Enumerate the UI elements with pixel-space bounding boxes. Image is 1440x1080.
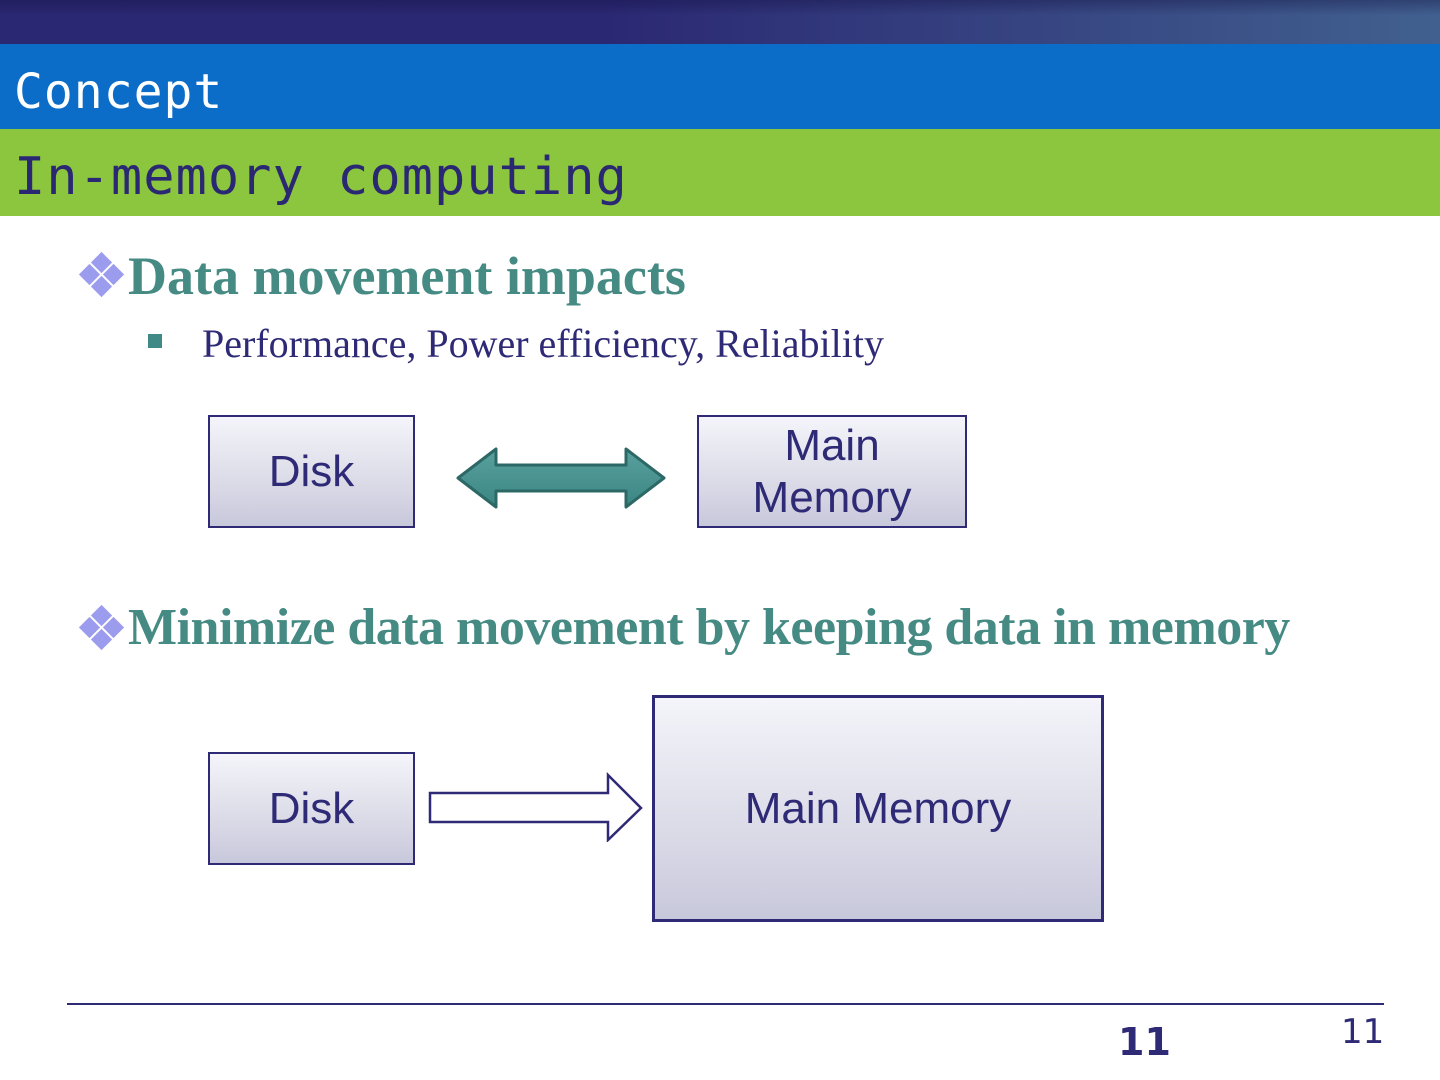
heading-1-text: Data movement impacts [128, 246, 686, 306]
slide-subtitle: In-memory computing [14, 146, 628, 207]
disk-box-bottom-label: Disk [268, 783, 355, 833]
diamond-bullet-icon [78, 251, 125, 298]
subtitle-bar: In-memory computing [0, 129, 1440, 216]
bullet-heading-1: Data movement impacts [78, 246, 686, 306]
bullet-heading-2: Minimize data movement by keeping data i… [78, 599, 1290, 656]
disk-box-top: Disk [208, 415, 415, 528]
main-memory-box-top: Main Memory [697, 415, 967, 528]
heading-2-text: Minimize data movement by keeping data i… [128, 599, 1290, 656]
slide-title: Concept [14, 63, 224, 120]
diamond-bullet-icon [78, 604, 125, 651]
main-memory-top-line1: Main [784, 420, 880, 470]
disk-box-top-label: Disk [268, 446, 355, 496]
sub-bullet-1: Performance, Power efficiency, Reliabili… [148, 322, 884, 366]
sub-bullet-1-text: Performance, Power efficiency, Reliabili… [202, 321, 884, 366]
footer-divider [67, 1003, 1384, 1005]
top-gradient-banner [0, 0, 1440, 44]
title-bar: Concept [0, 44, 1440, 129]
page-number: 11 [1118, 1020, 1171, 1064]
main-memory-box-bottom: Main Memory [652, 695, 1104, 922]
main-memory-top-line2: Memory [752, 472, 912, 522]
main-memory-box-bottom-label: Main Memory [744, 783, 1012, 833]
square-bullet-icon [148, 334, 162, 348]
double-arrow-icon [456, 447, 666, 509]
right-arrow-icon [428, 772, 643, 842]
disk-box-bottom: Disk [208, 752, 415, 865]
page-number-right: 11 [1341, 1012, 1385, 1052]
main-memory-box-top-label: Main Memory [753, 420, 912, 524]
